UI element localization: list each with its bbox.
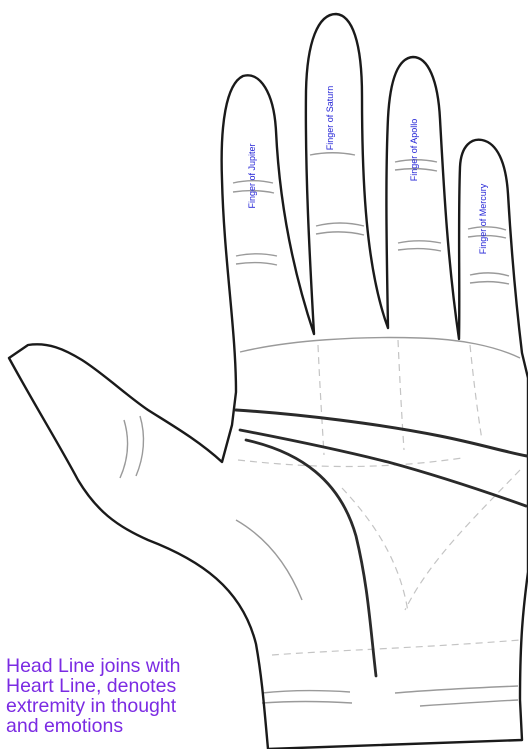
caption-line: Heart Line, denotes	[6, 676, 276, 696]
crease-finger-base	[240, 338, 520, 358]
mount-boundary-plain	[405, 470, 520, 610]
crease-jupiter-lower-1	[236, 254, 277, 256]
crease-thumb-2	[136, 416, 143, 476]
mount-boundary-upper	[238, 458, 462, 467]
mount-boundary-luna	[342, 488, 408, 612]
crease-saturn-lower-2	[316, 232, 364, 235]
caption: Head Line joins with Heart Line, denotes…	[6, 656, 276, 736]
finger-label-saturn: Finger of Saturn	[325, 86, 335, 151]
caption-line: Head Line joins with	[6, 656, 276, 676]
mount-boundary-apollo-mercury	[470, 345, 482, 440]
major-lines	[236, 410, 527, 676]
finger-label-mercury: Finger of Mercury	[478, 183, 488, 254]
crease-mercury-lower-2	[470, 282, 509, 284]
life-line	[246, 440, 376, 676]
crease-saturn-upper-1	[310, 153, 355, 155]
crease-wrist-right-1	[395, 686, 518, 693]
crease-wrist-right-2	[420, 700, 518, 706]
finger-label-apollo: Finger of Apollo	[409, 119, 419, 182]
crease-apollo-lower-2	[398, 249, 441, 251]
mount-guide-lines	[238, 340, 520, 655]
mount-boundary-jupiter-saturn	[318, 345, 324, 455]
caption-line: and emotions	[6, 716, 276, 736]
caption-line: extremity in thought	[6, 696, 276, 716]
head-line	[240, 430, 526, 506]
crease-mercury-lower-1	[470, 273, 509, 276]
crease-apollo-lower-1	[398, 241, 441, 243]
mount-boundary-saturn-apollo	[398, 340, 404, 450]
crease-jupiter-lower-2	[236, 263, 277, 265]
finger-label-jupiter: Finger of Jupiter	[247, 143, 257, 208]
mount-boundary-wrist	[272, 640, 520, 655]
crease-thumb-1	[120, 420, 127, 478]
hand-outline	[9, 14, 528, 749]
crease-saturn-lower-1	[316, 223, 364, 226]
palm-minor-line	[236, 520, 302, 600]
